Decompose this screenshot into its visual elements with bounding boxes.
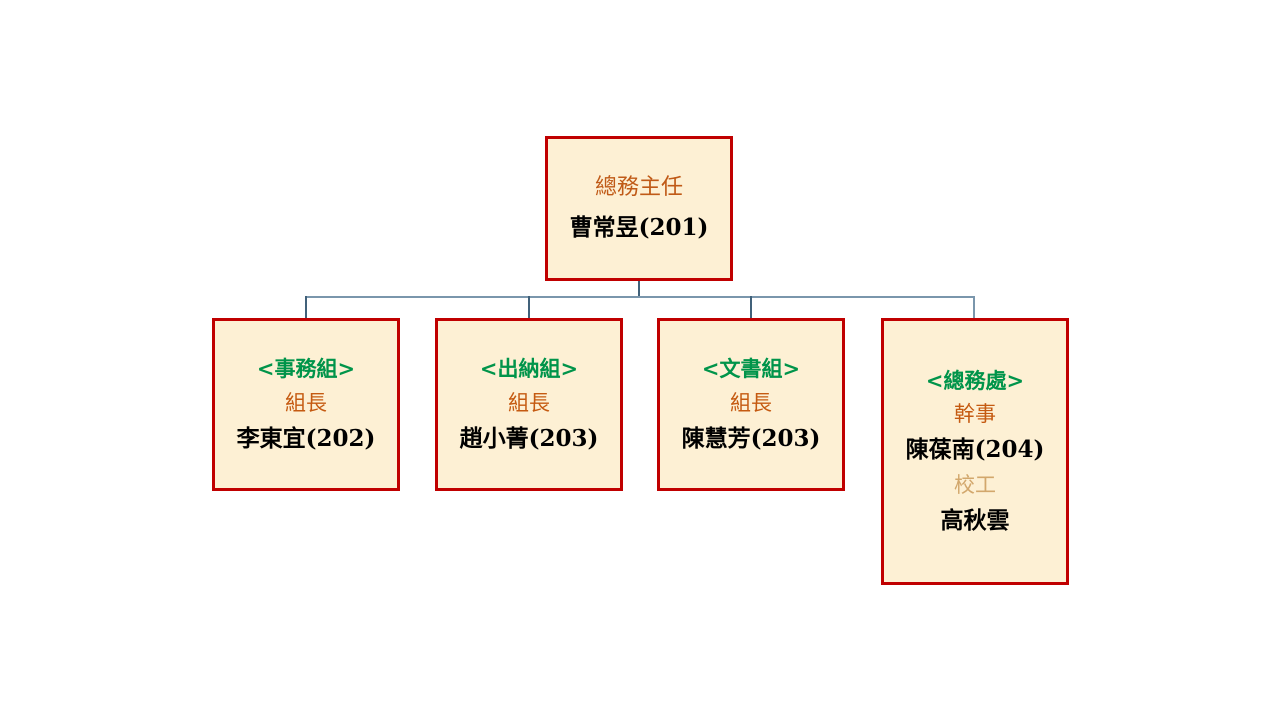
unit-4-name: 陳葆南(204) <box>905 436 1045 464</box>
connector-drop-unit-1 <box>305 296 307 318</box>
unit-3-name: 陳慧芳(203) <box>681 424 821 452</box>
unit-3-role-label: 組長 <box>730 390 772 415</box>
unit-1-group-label: <事務組> <box>256 356 356 382</box>
connector-horizontal-bus <box>305 296 975 298</box>
unit-2-role-label: 組長 <box>508 390 550 415</box>
connector-drop-unit-4 <box>973 296 975 318</box>
org-box-unit-2[interactable]: <出納組> 組長 趙小菁(203) <box>435 318 623 491</box>
unit-1-role-label: 組長 <box>285 390 327 415</box>
org-box-unit-3[interactable]: <文書組> 組長 陳慧芳(203) <box>657 318 845 491</box>
connector-drop-unit-3 <box>750 296 752 318</box>
connector-root-stem <box>638 281 640 298</box>
unit-4-group-label: <總務處> <box>925 367 1025 393</box>
org-box-unit-4[interactable]: <總務處> 幹事 陳葆南(204) 校工 高秋雲 <box>881 318 1069 585</box>
unit-4-role-label: 幹事 <box>954 401 996 426</box>
org-box-root[interactable]: 總務主任 曹常昱(201) <box>545 136 733 281</box>
unit-4-name2: 高秋雲 <box>940 507 1010 535</box>
unit-1-name: 李東宜(202) <box>236 424 376 452</box>
unit-2-name: 趙小菁(203) <box>459 424 599 452</box>
org-box-unit-1[interactable]: <事務組> 組長 李東宜(202) <box>212 318 400 491</box>
root-name: 曹常昱(201) <box>569 213 709 241</box>
root-title: 總務主任 <box>594 175 683 201</box>
unit-4-role2-label: 校工 <box>954 473 996 498</box>
unit-3-group-label: <文書組> <box>701 356 801 382</box>
unit-2-group-label: <出納組> <box>479 356 579 382</box>
connector-drop-unit-2 <box>528 296 530 318</box>
